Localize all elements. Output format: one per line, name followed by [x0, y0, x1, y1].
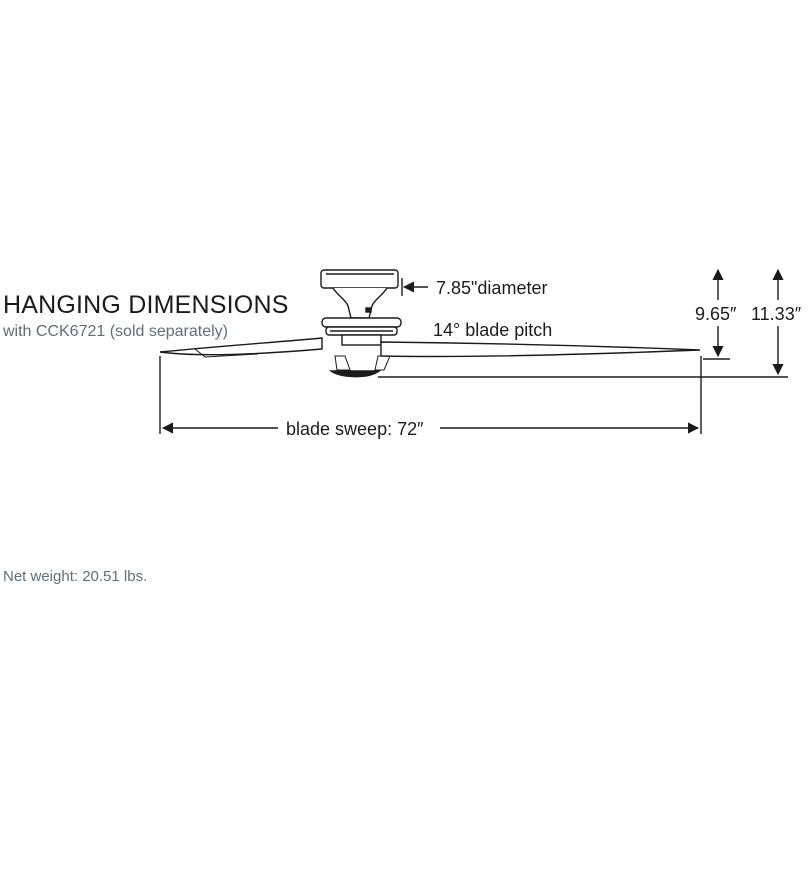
fan-blade-left [159, 337, 323, 356]
canopy-diameter-label: 7.85"diameter [436, 278, 547, 298]
height-short-label: 9.65″ [695, 304, 737, 324]
ceiling-fan-illustration [159, 269, 701, 378]
fan-motor-housing [321, 317, 402, 328]
blade-sweep-dimension [159, 356, 702, 434]
height-tall-label: 11.33″ [751, 304, 802, 324]
fan-canopy-body [332, 287, 388, 319]
net-weight: Net weight: 20.51 lbs. [3, 568, 148, 585]
diagram-subtitle: with CCK6721 (sold separately) [3, 323, 228, 340]
fan-light-dome [328, 370, 382, 378]
canopy-diameter-dimension [401, 278, 428, 296]
diagram-title: HANGING DIMENSIONS [3, 291, 289, 319]
fan-blade-right [380, 341, 701, 358]
height-dimensions [378, 268, 788, 378]
fan-canopy [320, 269, 399, 289]
blade-sweep-label: blade sweep: 72″ [286, 419, 424, 439]
blade-pitch-label: 14° blade pitch [433, 320, 552, 340]
